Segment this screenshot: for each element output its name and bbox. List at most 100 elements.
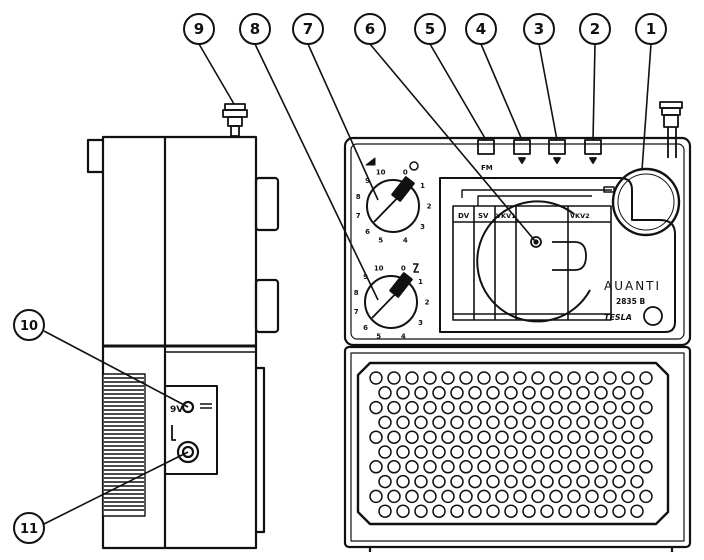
- tone-knob[interactable]: [364, 263, 419, 329]
- dial-number: 2: [425, 299, 430, 307]
- speaker-hole: [378, 504, 392, 518]
- speaker-hole: [477, 400, 491, 415]
- svg-text:6: 6: [365, 20, 375, 38]
- speaker-hole: [549, 489, 563, 504]
- speaker-hole: [504, 504, 518, 518]
- speaker-hole: [441, 400, 455, 415]
- speaker-hole: [396, 415, 410, 430]
- dial-number: 6: [365, 228, 370, 236]
- callout-3: 3: [523, 13, 555, 45]
- speaker-hole: [639, 371, 653, 385]
- speaker-hole: [459, 460, 473, 474]
- speaker-hole: [378, 415, 392, 430]
- speaker-hole: [639, 460, 653, 474]
- svg-text:2: 2: [590, 20, 600, 38]
- band-button-4[interactable]: [513, 139, 531, 155]
- dial-number: 7: [356, 212, 361, 220]
- logo-button: [643, 306, 663, 326]
- speaker-hole: [396, 474, 410, 489]
- callout-1: 1: [635, 13, 667, 45]
- dial-number: 3: [420, 223, 425, 231]
- speaker-hole: [567, 400, 581, 415]
- speaker-hole: [495, 371, 509, 385]
- band-label-vkv2: VKV2: [570, 212, 590, 220]
- band-button-2[interactable]: [584, 139, 602, 155]
- speaker-hole: [459, 400, 473, 415]
- speaker-hole: [369, 430, 383, 444]
- dial-number: 9: [365, 177, 370, 185]
- svg-text:5: 5: [425, 20, 435, 38]
- speaker-hole: [450, 504, 464, 518]
- speaker-hole: [558, 415, 572, 430]
- band-scale: [452, 189, 612, 321]
- fm-label: FM: [481, 164, 493, 172]
- scale-window: [439, 177, 676, 333]
- speaker-hole: [531, 400, 545, 415]
- speaker-hole: [585, 489, 599, 504]
- speaker-hole: [594, 386, 608, 400]
- speaker-hole: [513, 371, 527, 385]
- speaker-hole: [423, 430, 437, 444]
- speaker-hole: [504, 386, 518, 400]
- speaker-hole: [522, 474, 536, 489]
- model-number: 2835 B: [616, 297, 645, 306]
- speaker-hole: [387, 489, 401, 504]
- svg-text:1: 1: [646, 20, 656, 38]
- speaker-hole: [549, 371, 563, 385]
- speaker-hole: [549, 400, 563, 415]
- front-view: [343, 101, 692, 552]
- panel-labels: FM DV SV VKV1 VKV2 AUANTI 2835 B TESLA 9…: [170, 164, 659, 415]
- speaker-hole: [405, 371, 419, 385]
- speaker-hole: [630, 415, 644, 430]
- speaker-hole: [450, 474, 464, 489]
- speaker-hole: [576, 415, 590, 430]
- speaker-hole: [594, 504, 608, 518]
- speaker-hole: [576, 504, 590, 518]
- speaker-hole: [522, 386, 536, 400]
- dial-number: 0: [403, 169, 408, 177]
- speaker-hole: [603, 430, 617, 444]
- fm-button[interactable]: [477, 139, 495, 155]
- dial-number: 2: [427, 203, 432, 211]
- speaker-hole: [396, 445, 410, 459]
- speaker-hole: [603, 460, 617, 474]
- dial-number: 10: [374, 265, 384, 273]
- callout-7: 7: [292, 13, 324, 45]
- dial-number: 5: [378, 236, 383, 244]
- speaker-hole: [630, 386, 644, 400]
- speaker-hole: [612, 474, 626, 489]
- speaker-hole: [387, 371, 401, 385]
- tuning-knob[interactable]: [603, 167, 681, 237]
- speaker-hole: [477, 460, 491, 474]
- speaker-hole: [576, 474, 590, 489]
- dial-number: 8: [356, 193, 361, 201]
- dial-number: 7: [354, 308, 359, 316]
- speaker-hole: [567, 460, 581, 474]
- band-button-3[interactable]: [548, 139, 566, 155]
- svg-text:11: 11: [20, 522, 38, 537]
- speaker-hole: [576, 445, 590, 459]
- speaker-hole: [468, 474, 482, 489]
- speaker-hole: [540, 445, 554, 459]
- speaker-hole: [378, 386, 392, 400]
- speaker-hole: [459, 430, 473, 444]
- callout-11: 11: [13, 512, 45, 544]
- speaker-hole: [585, 400, 599, 415]
- speaker-hole: [486, 386, 500, 400]
- speaker-hole: [531, 430, 545, 444]
- speaker-hole: [549, 430, 563, 444]
- side-view: [86, 103, 280, 550]
- speaker-hole: [513, 430, 527, 444]
- volume-knob[interactable]: [365, 157, 420, 233]
- speaker-hole: [549, 460, 563, 474]
- callout-5: 5: [414, 13, 446, 45]
- dial-number: 1: [420, 182, 425, 190]
- speaker-hole: [378, 474, 392, 489]
- speaker-hole: [558, 445, 572, 459]
- band-label-sv: SV: [478, 212, 489, 220]
- svg-text:10: 10: [20, 319, 38, 334]
- speaker-hole: [486, 474, 500, 489]
- speaker-hole: [522, 415, 536, 430]
